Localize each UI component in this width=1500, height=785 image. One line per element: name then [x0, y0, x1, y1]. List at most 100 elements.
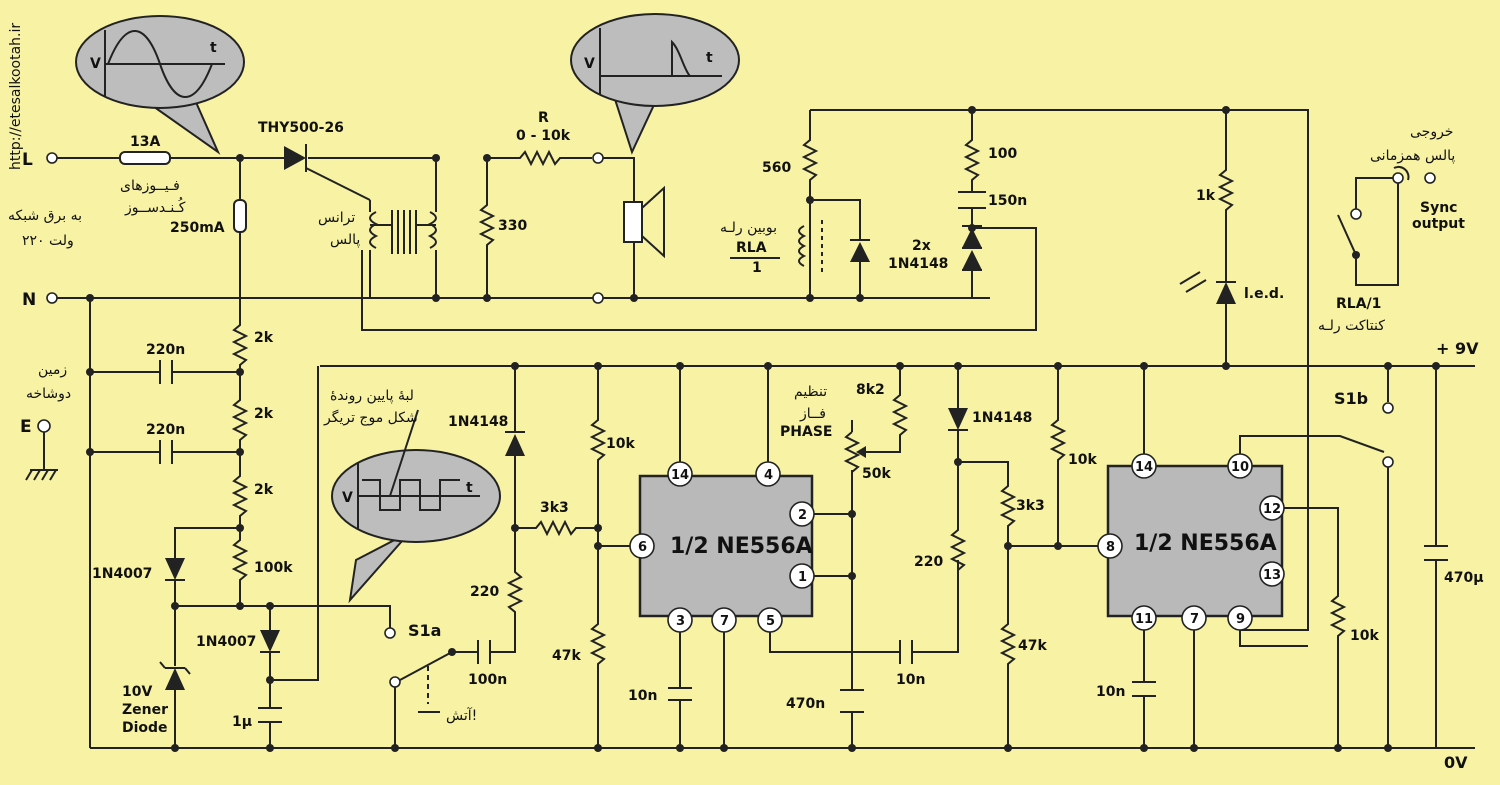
ic2-pin-14: 14: [1131, 453, 1157, 479]
ic1-pin-4: 4: [755, 461, 781, 487]
svg-text:6: 6: [638, 540, 647, 555]
speaker: [623, 201, 643, 243]
c220n-label-2: 220n: [146, 422, 185, 438]
c1u-label: 1μ: [232, 714, 252, 730]
ic1-label: 1/2 NE556A: [670, 534, 813, 559]
c150n-label: 150n: [988, 193, 1027, 209]
svg-text:14: 14: [1135, 460, 1153, 475]
zener-label-1: 10V: [122, 684, 152, 700]
r50k-label: 50k: [862, 466, 891, 482]
svg-text:3: 3: [676, 614, 685, 629]
ic2-pin-9: 9: [1227, 605, 1253, 631]
terminal-E: E: [20, 417, 32, 437]
zener-label-3: Diode: [122, 720, 168, 736]
c220n-label-1: 220n: [146, 342, 185, 358]
r100k-label: 100k: [254, 560, 293, 576]
mains-note-2: ۲۲۰ ولت: [22, 233, 74, 249]
phase-control[interactable]: 8k2 50k 470n تنظیم فــاز PHASE: [780, 362, 909, 752]
trigger-note-1: لبهٔ پایین روندهٔ: [330, 388, 414, 404]
axis-v-1: V: [90, 56, 101, 72]
axis-v-2: V: [584, 56, 595, 72]
ic2-pin-11: 11: [1131, 605, 1157, 631]
c470u-label: 470μ: [1444, 570, 1484, 586]
ic2-pin-8: 8: [1097, 533, 1123, 559]
svg-text:12: 12: [1263, 502, 1281, 517]
r220-label-2: 220: [914, 554, 943, 570]
sync-output-en-2: output: [1412, 216, 1465, 232]
r2k-label-3: 2k: [254, 482, 274, 498]
relay-section: 560 بوبین رلـه RLA 1 100 150n 2x 1N4148 …: [361, 106, 1465, 631]
watermark: http://etesalkootah.ir: [8, 23, 24, 170]
transformer-label-2: پالس: [330, 232, 360, 248]
svg-text:1: 1: [798, 570, 807, 585]
s1a-label: S1a: [408, 621, 441, 640]
cap-fuse: [233, 199, 247, 233]
d1n4148-label-2: 1N4148: [972, 410, 1032, 426]
mains-section: L N به برق شبکه ۲۲۰ ولت 13A فـیــوزهای ک…: [8, 110, 990, 310]
c470n-label: 470n: [786, 696, 825, 712]
r10k-label-3: 10k: [1350, 628, 1379, 644]
rail-0v: 0V: [1444, 753, 1468, 772]
mains-note-1: به برق شبکه: [8, 208, 82, 224]
rail-plus9v: + 9V: [1436, 339, 1479, 358]
svg-text:7: 7: [1190, 612, 1199, 627]
axis-t-3: t: [466, 480, 473, 496]
svg-text:14: 14: [671, 468, 689, 483]
ic1-body: [638, 474, 814, 618]
main-fuse: [119, 151, 171, 165]
c10n-label-1: 10n: [628, 688, 657, 704]
ic1-pin-14: 14: [667, 461, 693, 487]
r47k-label-2: 47k: [1018, 638, 1047, 654]
r10k-label-2: 10k: [1068, 452, 1097, 468]
led-label: l.e.d.: [1244, 286, 1284, 302]
ic1-pin-1: 1: [789, 563, 815, 589]
axis-t-2: t: [706, 50, 713, 66]
earth-note-1: زمین: [38, 362, 67, 378]
sync-output-en-1: Sync: [1420, 200, 1457, 216]
ic1-pin-3: 3: [667, 607, 693, 633]
ic2-label: 1/2 NE556A: [1134, 531, 1277, 556]
thyristor-label: THY500-26: [258, 120, 344, 136]
r1k-label: 1k: [1196, 188, 1216, 204]
svg-text:5: 5: [766, 614, 775, 629]
ic2-pin-10: 10: [1227, 453, 1253, 479]
sync-output-fa-2: پالس همزمانی: [1370, 148, 1455, 164]
divider-section: 2k 2k 2k 100k 220n 220n 1N4007 10V Zener…: [90, 310, 391, 752]
phase-fa-1: تنظیم: [794, 384, 827, 400]
ic2-body: [1106, 464, 1284, 618]
phase-en: PHASE: [780, 424, 832, 440]
axis-v-3: V: [342, 490, 353, 506]
r-variable-range: 0 - 10k: [516, 128, 571, 144]
ic2-input-network: 1N4148 220 3k3 47k 10k: [914, 362, 1098, 752]
diode-2x-type: 1N4148: [888, 256, 948, 272]
relay-contact-fa: کنتاکت رلـه: [1318, 318, 1385, 334]
axis-t-1: t: [210, 40, 217, 56]
ic2-section: 1/2 NE556A 10k 10n 14 10 12 13 8 11 7 9: [1096, 362, 1385, 752]
r8k2-label: 8k2: [856, 382, 885, 398]
ic1-pin-7: 7: [711, 607, 737, 633]
r10k-label-1: 10k: [606, 436, 635, 452]
diode-2x-label: 2x: [912, 238, 931, 254]
r3k3-label-1: 3k3: [540, 500, 569, 516]
thyristor-symbol: [284, 146, 306, 170]
r330-label: 330: [498, 218, 527, 234]
earth-terminal: E زمین دوشاخه: [20, 362, 71, 481]
relay-coil-num: 1: [752, 260, 762, 276]
earth-note-2: دوشاخه: [26, 386, 71, 402]
r2k-label-1: 2k: [254, 330, 274, 346]
ic1-pin-6: 6: [629, 533, 655, 559]
r3k3-label-2: 3k3: [1016, 498, 1045, 514]
transformer-label-1: ترانس: [318, 210, 355, 226]
fuse-main-fa-2: کُـنـدســوز: [124, 198, 186, 216]
fuse-cap-label: 250mA: [170, 220, 225, 236]
svg-text:7: 7: [720, 614, 729, 629]
switch-s1b[interactable]: S1b: [1334, 362, 1394, 752]
relay-coil-name: RLA: [736, 240, 767, 256]
r47k-label-1: 47k: [552, 648, 581, 664]
switch-s1a[interactable]: S1a آتش!: [384, 621, 477, 752]
waveform-bubble-pulse: V t: [570, 13, 740, 155]
waveform-bubble-sine: V t: [75, 15, 245, 155]
r2k-label-2: 2k: [254, 406, 274, 422]
